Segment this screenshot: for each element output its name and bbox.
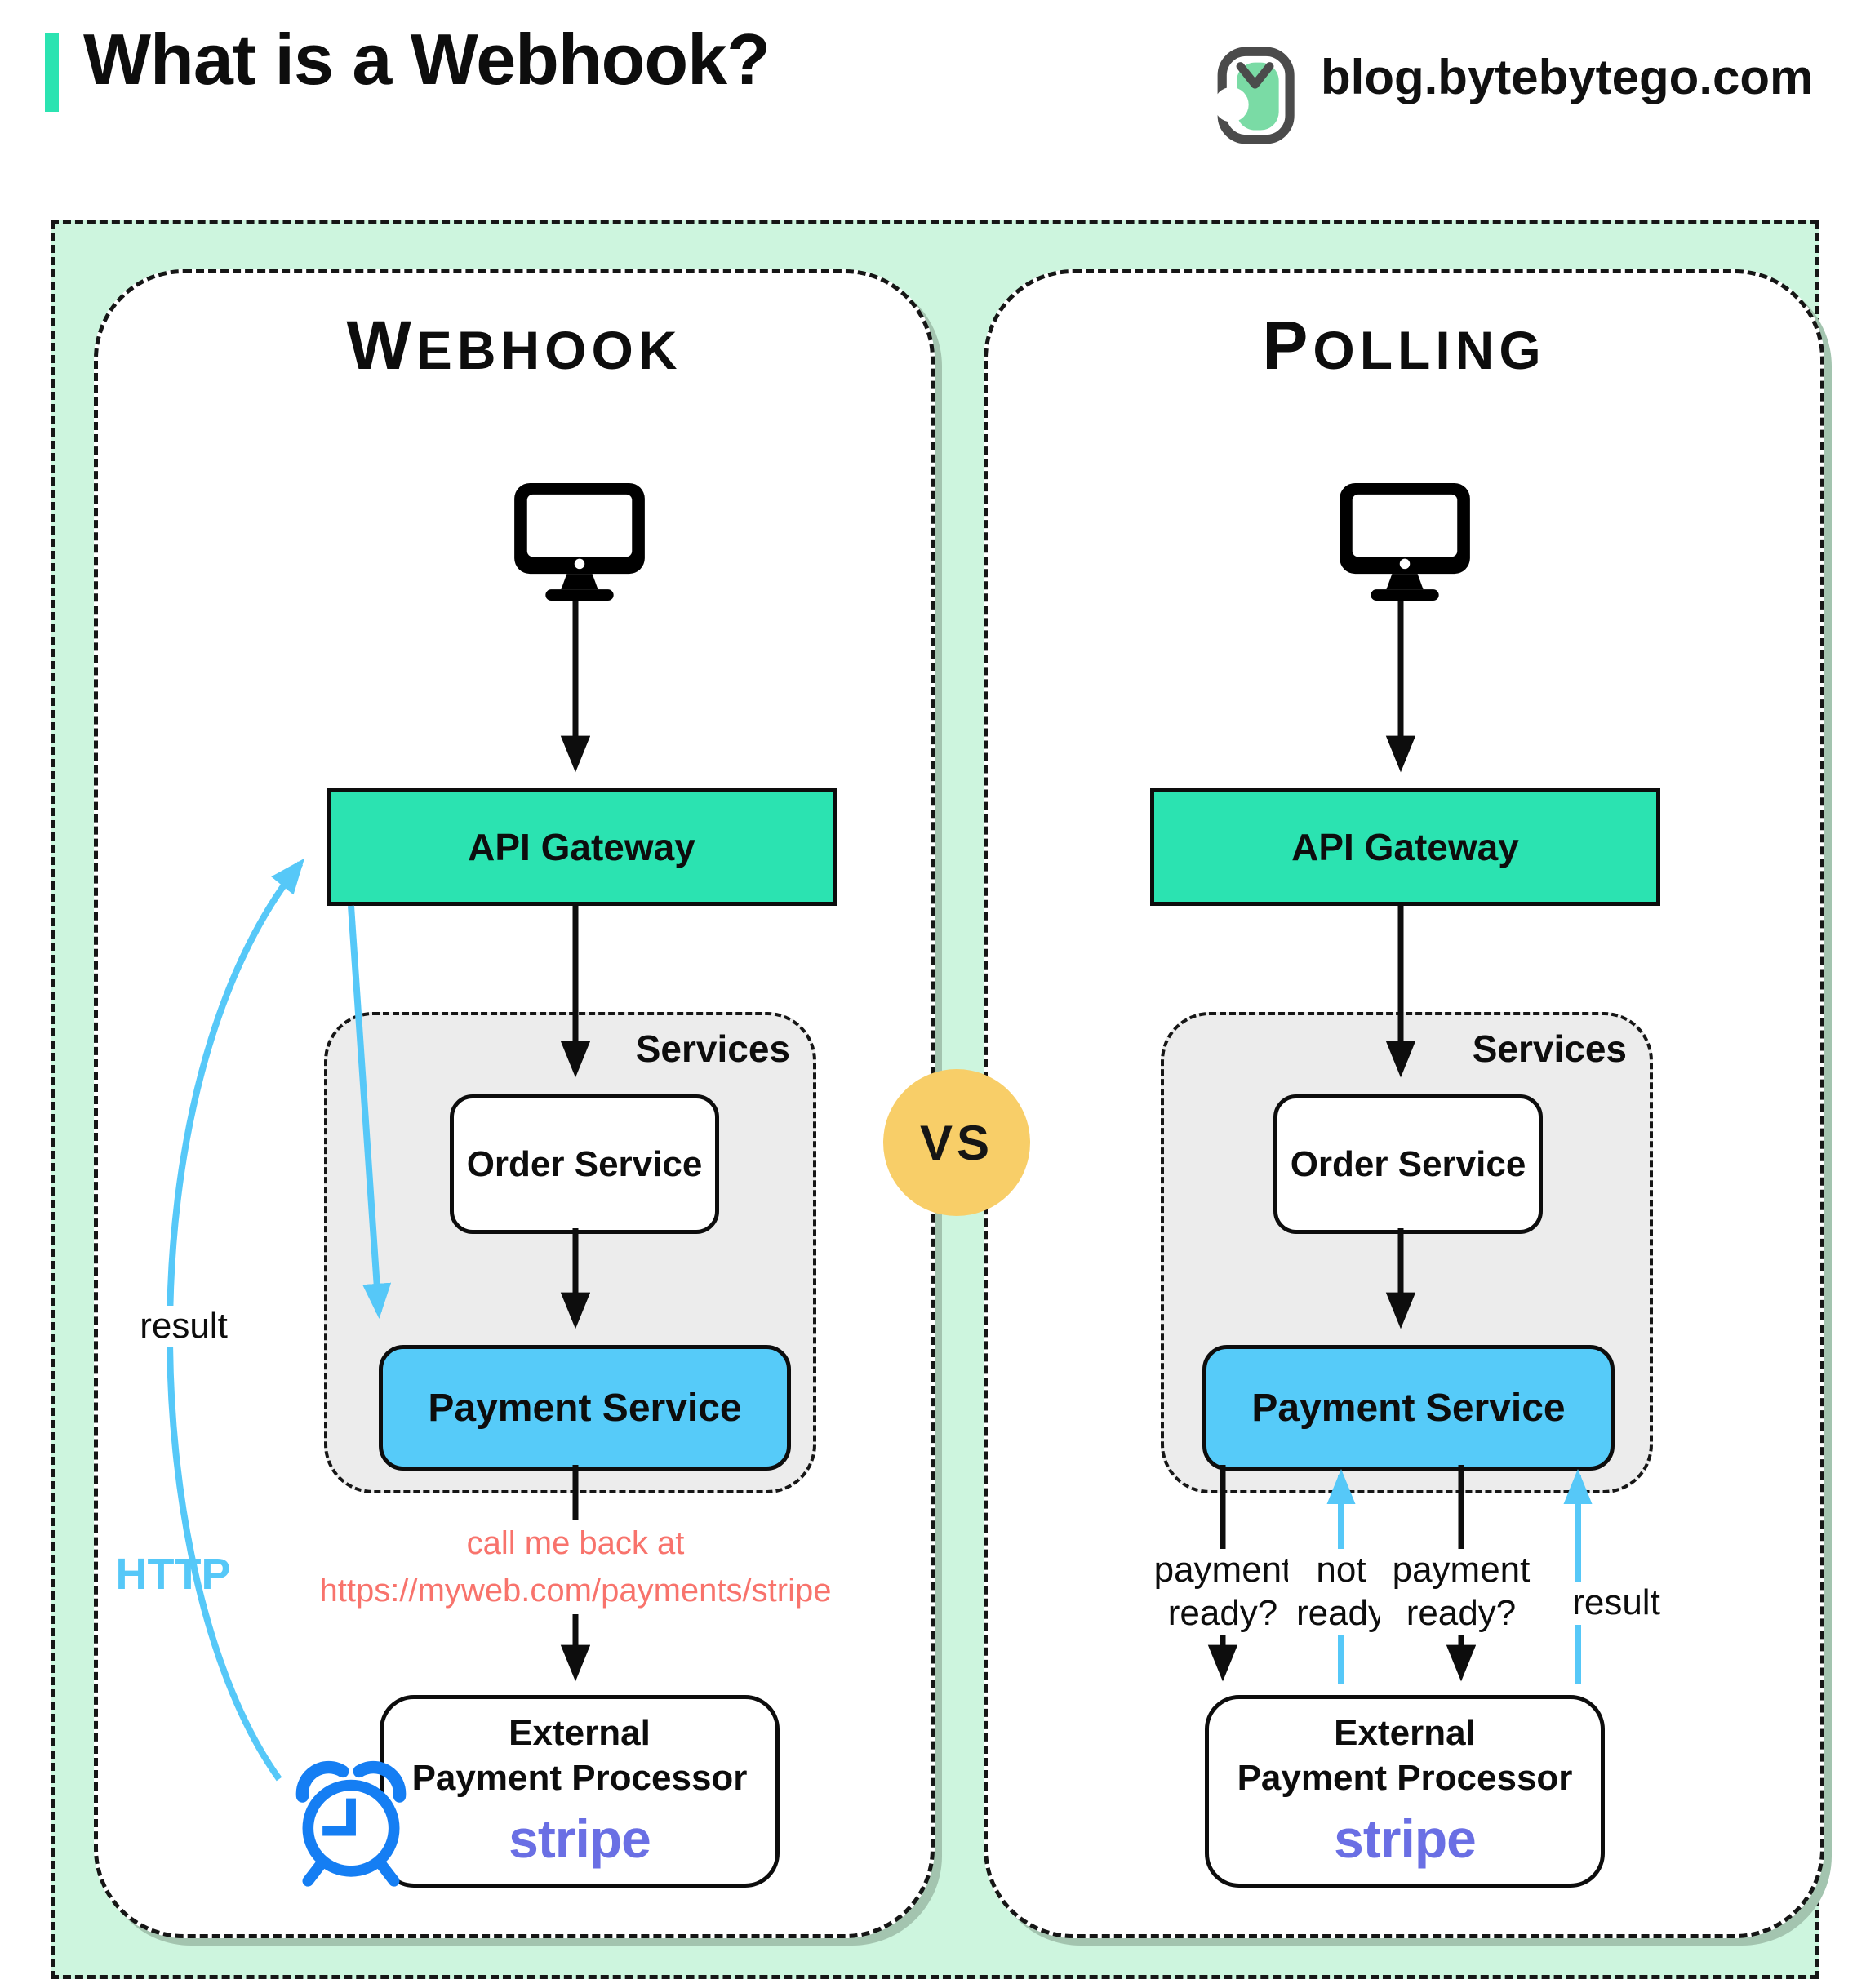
client-computer-icon <box>514 482 645 601</box>
api-gateway-label: API Gateway <box>1291 825 1519 868</box>
site-name: blog.bytebytego.com <box>1321 50 1814 104</box>
webhook-panel: Webhook API Gateway Services Order Servi… <box>94 269 935 1938</box>
payment-service-box: Payment Service <box>379 1345 791 1471</box>
stripe-logo: stripe <box>1334 1808 1477 1869</box>
webhook-panel-title: Webhook <box>346 307 682 384</box>
services-group-label: Services <box>1472 1027 1627 1070</box>
api-gateway-label: API Gateway <box>468 825 695 868</box>
external-processor-label-line2: Payment Processor <box>1237 1757 1573 1798</box>
external-processor-label-line2: Payment Processor <box>411 1757 748 1798</box>
order-service-label: Order Service <box>1290 1144 1526 1184</box>
external-payment-processor-box: External Payment Processor stripe <box>1205 1695 1605 1888</box>
external-processor-label-line1: External <box>1334 1712 1476 1753</box>
stripe-logo: stripe <box>509 1808 651 1869</box>
polling-panel-title: Polling <box>1262 307 1546 384</box>
payment-service-label: Payment Service <box>1251 1386 1566 1430</box>
page-title: What is a Webhook? <box>83 19 771 100</box>
external-processor-label-line1: External <box>509 1712 651 1753</box>
services-group-label: Services <box>635 1027 790 1070</box>
vs-badge: VS <box>883 1069 1030 1216</box>
api-gateway-box: API Gateway <box>327 788 837 906</box>
api-gateway-box: API Gateway <box>1150 788 1660 906</box>
order-service-label: Order Service <box>466 1144 703 1184</box>
services-group: Services Order Service Payment Service <box>1161 1012 1653 1493</box>
title-accent-bar <box>45 33 59 112</box>
polling-panel: Polling API Gateway Services Order Servi… <box>984 269 1824 1938</box>
bytebytego-logo-icon <box>1214 47 1295 144</box>
external-payment-processor-box: External Payment Processor stripe <box>380 1695 780 1888</box>
order-service-box: Order Service <box>1273 1094 1543 1234</box>
alarm-clock-icon <box>295 1760 407 1887</box>
services-group: Services Order Service Payment Service <box>324 1012 816 1493</box>
payment-service-label: Payment Service <box>428 1386 742 1430</box>
client-computer-icon <box>1340 482 1470 601</box>
order-service-box: Order Service <box>450 1094 719 1234</box>
payment-service-box: Payment Service <box>1202 1345 1615 1471</box>
